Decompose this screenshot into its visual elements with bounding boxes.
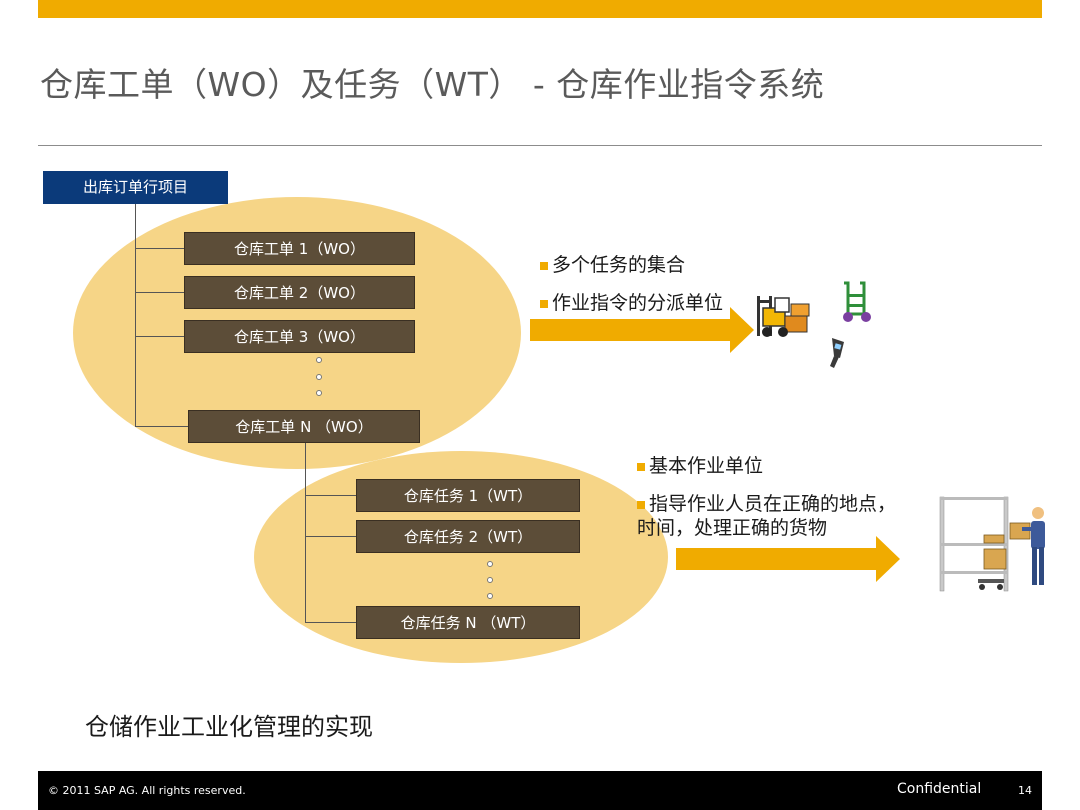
ellipsis-dot (316, 390, 322, 396)
tree-line-wt-1 (305, 495, 356, 496)
wo-note: 作业指令的分派单位 (540, 288, 723, 315)
wt-note: 时间，处理正确的货物 (637, 517, 828, 539)
ellipsis-dot (316, 357, 322, 363)
wo-arrow (530, 307, 754, 353)
tree-line-wt-2 (305, 536, 356, 537)
scanner-icon (830, 338, 844, 368)
tree-line-wo-1 (135, 248, 184, 249)
footer-bar (38, 771, 1042, 810)
summary-caption: 仓储作业工业化管理的实现 (85, 713, 373, 741)
ellipsis-dot (316, 374, 322, 380)
wt-note: 指导作业人员在正确的地点， (637, 489, 896, 516)
worker-shelf-icon (939, 496, 1045, 592)
page-number: 14 (1018, 784, 1032, 797)
hand-truck-icon (843, 281, 871, 322)
ellipsis-dot (487, 593, 493, 599)
tree-line-wt-vertical (305, 442, 306, 622)
wt-arrow (676, 536, 900, 582)
bullet-icon (637, 500, 645, 509)
wo-note: 多个任务的集合 (540, 250, 685, 277)
outbound-order-item-box: 出库订单行项目 (43, 171, 228, 204)
task-box: 仓库任务 2（WT） (356, 520, 580, 553)
ellipsis-dot (487, 561, 493, 567)
slide-title: 仓库工单（WO）及任务（WT） - 仓库作业指令系统 (40, 65, 825, 104)
tree-line-wt-n (305, 622, 356, 623)
bullet-icon (637, 462, 645, 471)
work-order-box: 仓库工单 1（WO） (184, 232, 415, 265)
forklift-icon (757, 296, 810, 337)
title-divider (38, 145, 1042, 146)
bullet-icon (540, 261, 548, 270)
tree-line-wo-2 (135, 292, 184, 293)
ellipsis-dot (487, 577, 493, 583)
top-accent-bar (38, 0, 1042, 18)
confidential-label: Confidential (897, 781, 982, 797)
work-order-box: 仓库工单 2（WO） (184, 276, 415, 309)
tree-line-wo-3 (135, 336, 184, 337)
tree-line-wo-n (135, 426, 188, 427)
work-order-box: 仓库工单 N （WO） (188, 410, 420, 443)
work-order-box: 仓库工单 3（WO） (184, 320, 415, 353)
wt-note: 基本作业单位 (637, 451, 763, 478)
tree-line-wo-vertical (135, 204, 136, 426)
copyright-text: © 2011 SAP AG. All rights reserved. (48, 784, 246, 797)
task-box: 仓库任务 1（WT） (356, 479, 580, 512)
bullet-icon (540, 299, 548, 308)
task-box: 仓库任务 N （WT） (356, 606, 580, 639)
